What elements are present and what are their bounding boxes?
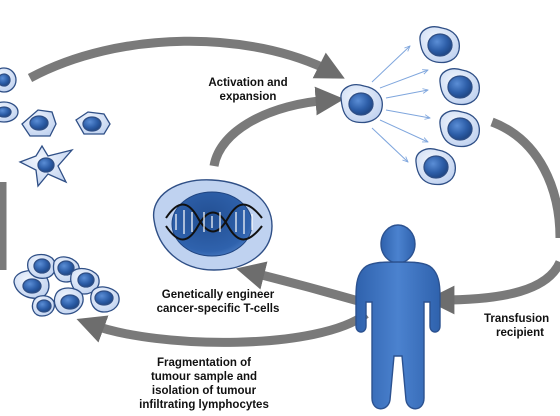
arrow-right-bottom [425,259,560,315]
label-line: isolation of tumour [151,385,257,397]
arrow-right-down [490,117,560,239]
label-line: recipient [496,327,544,339]
label-transfusion-recipient: Transfusion recipient [484,312,560,340]
expanded-t-cell [415,148,456,186]
cycle-arrows [0,36,560,347]
tumour-cells-icon [0,67,111,188]
label-line: Transfusion [484,313,550,325]
label-genetically-engineer: Genetically engineer cancer-specific T-c… [148,288,288,316]
arrow-top [27,36,345,82]
expanded-t-cell [419,26,460,64]
person-icon [355,224,441,410]
label-line: Fragmentation of [157,357,251,369]
expanded-t-cell [439,110,480,148]
tumour-fragment-cluster-icon [13,253,120,317]
expanded-t-cell [439,68,480,106]
expanded-t-cells-icon [415,26,480,186]
t-cell-icon [340,84,383,124]
label-line: Activation and [208,77,288,89]
label-fragmentation: Fragmentation of tumour sample and isola… [116,356,292,412]
dna-icon [165,203,263,241]
label-line: infiltrating lymphocytes [139,399,269,411]
label-line: expansion [219,91,277,103]
arrow-bottom-left [76,310,369,347]
label-line: Genetically engineer [161,289,275,301]
label-line: cancer-specific T-cells [156,303,280,315]
label-line: tumour sample and [150,371,258,383]
arrow-up-to-tcell [209,86,345,168]
engineered-t-cell-icon [152,179,273,271]
label-activation-expansion: Activation and expansion [198,76,298,104]
arrow-to-engineered [236,261,364,307]
expansion-spray-arrows [371,46,430,162]
